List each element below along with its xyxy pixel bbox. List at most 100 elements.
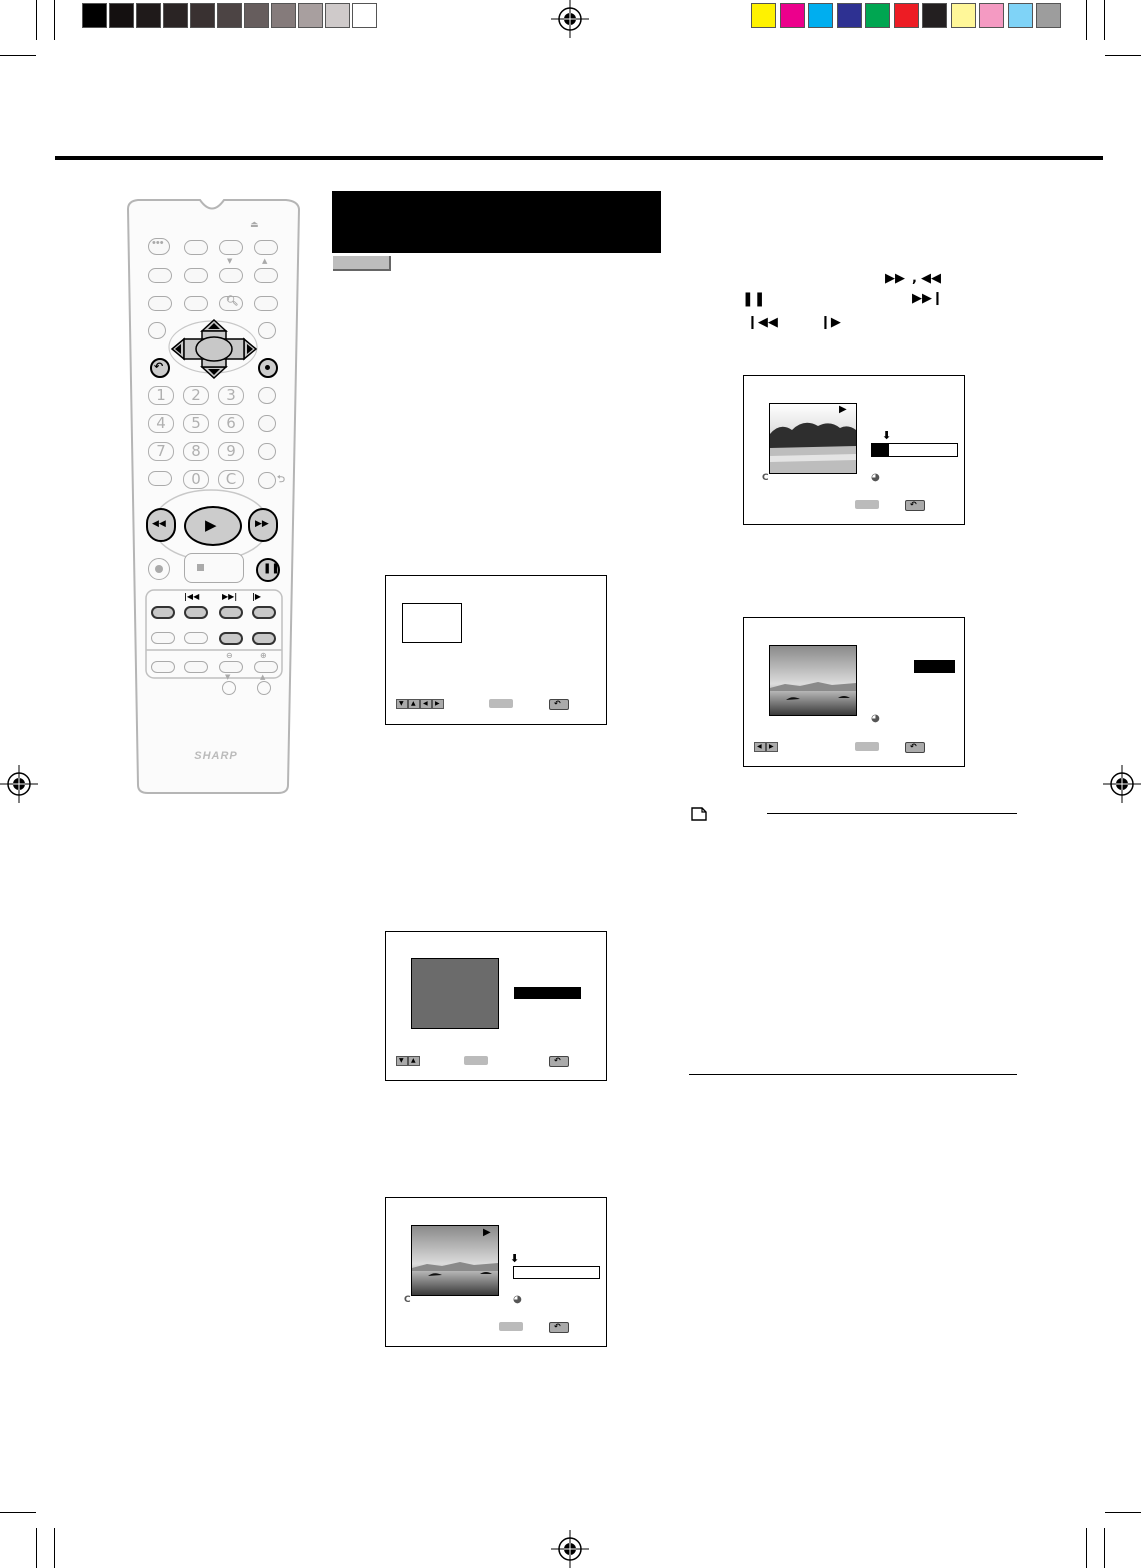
down-small-icon: ▼ xyxy=(225,673,231,681)
remote-button xyxy=(254,296,278,311)
crop-mark xyxy=(0,55,36,56)
play-indicator-icon: ▶ xyxy=(483,1227,491,1238)
osd-screen-adjust: ◕ ◀ ▶ ↶ xyxy=(743,617,965,767)
selected-item-highlight xyxy=(914,660,955,673)
return-key-icon: ↶ xyxy=(905,500,925,511)
color-swatch xyxy=(865,3,890,28)
position-marker-icon: ⬇ xyxy=(882,429,892,442)
return-key-icon: ↶ xyxy=(905,742,925,753)
remote-button xyxy=(254,661,278,673)
remote-button xyxy=(254,268,278,283)
remote-round-button xyxy=(222,681,236,695)
crop-mark xyxy=(1105,55,1141,56)
color-swatch xyxy=(751,3,776,28)
down-small-icon: ▼ xyxy=(227,257,233,265)
remote-open-close-button xyxy=(254,240,278,255)
color-swatch xyxy=(893,3,919,28)
gray-swatch xyxy=(325,3,350,28)
return-key-icon: ↶ xyxy=(549,1056,569,1067)
remote-setup-button xyxy=(258,358,278,378)
color-swatch xyxy=(979,3,1004,28)
crop-mark xyxy=(36,0,37,40)
eject-icon: ⏏ xyxy=(250,220,259,230)
thumbnail-frame xyxy=(402,603,462,643)
crop-mark xyxy=(1086,1528,1087,1568)
remote-button xyxy=(151,632,175,644)
remote-skip-forward-button xyxy=(219,606,243,619)
crop-mark xyxy=(1086,0,1087,40)
remote-pause-button: ❚❚ xyxy=(256,558,280,582)
return-key-icon: ↶ xyxy=(549,1322,569,1333)
color-swatch xyxy=(1007,3,1033,28)
remote-button xyxy=(258,322,276,339)
osd-screen-playback: ▶ ⬇ C ◕ ↶ xyxy=(385,1197,607,1347)
gray-swatch xyxy=(163,3,188,28)
osd-screen-search: ▶ ⬇ C ◕ ↶ xyxy=(743,375,965,525)
remote-highlighted-button xyxy=(219,632,243,645)
color-swatch xyxy=(836,3,862,28)
reverse-scan-icon: ◀◀ xyxy=(921,271,941,286)
gray-swatch xyxy=(82,3,107,28)
skip-back-icon: ❙◀◀ xyxy=(747,315,778,330)
up-small-icon: ▲ xyxy=(260,673,266,681)
color-swatch xyxy=(950,3,976,28)
registration-mark xyxy=(1103,765,1141,803)
slash-mark-icon: , xyxy=(912,271,917,286)
right-key-icon: ▶ xyxy=(766,742,778,752)
remote-slow-button xyxy=(252,606,276,619)
remote-control: ⏏ ••• ▼ ▲ 🔍︎ ↶ 1 2 3 4 xyxy=(118,195,306,795)
up-key-icon: ▲ xyxy=(408,699,420,709)
remote-record-button xyxy=(148,558,170,580)
remote-button xyxy=(219,268,243,283)
clock-icon: ◕ xyxy=(871,713,880,724)
gray-swatch xyxy=(109,3,134,28)
cursor-pad xyxy=(170,319,258,379)
pause-icon: ❚❚ xyxy=(742,291,766,307)
remote-button xyxy=(219,661,243,673)
photo-lake xyxy=(769,645,857,716)
crop-mark xyxy=(54,0,55,40)
note-icon xyxy=(691,807,707,821)
minus-icon: ⊖ xyxy=(226,651,233,660)
remote-highlighted-button xyxy=(252,632,276,645)
progress-bar xyxy=(871,443,958,457)
registration-mark xyxy=(551,0,589,38)
gray-swatch xyxy=(244,3,269,28)
number-key-9: 9 xyxy=(218,442,244,461)
remote-button xyxy=(258,415,276,432)
crop-mark xyxy=(1104,1528,1105,1568)
gray-swatch xyxy=(136,3,161,28)
clock-icon: ◕ xyxy=(871,472,880,483)
chapter-icon: C xyxy=(404,1295,411,1305)
chapter-icon: C xyxy=(762,473,769,483)
clear-key: C xyxy=(218,470,244,489)
number-key-4: 4 xyxy=(148,414,174,433)
skip-back-label-icon: |◀◀ xyxy=(184,592,200,601)
number-key-7: 7 xyxy=(148,442,174,461)
remote-brand-logo: SHARP xyxy=(194,750,238,762)
down-key-icon: ▼ xyxy=(396,1056,408,1066)
left-key-icon: ◀ xyxy=(754,742,766,752)
remote-play-button: ▶ xyxy=(184,506,242,546)
progress-bar-fill xyxy=(872,444,889,456)
remote-dots-button: ••• xyxy=(148,237,170,255)
remote-rewind-button: ◀◀ xyxy=(146,508,176,542)
return-icon: ↶ xyxy=(154,360,164,373)
remote-button xyxy=(184,661,208,673)
remote-button xyxy=(184,632,208,644)
crop-mark xyxy=(54,1528,55,1568)
remote-button xyxy=(258,472,276,489)
enter-key-icon xyxy=(489,699,513,708)
crop-mark xyxy=(36,1528,37,1568)
remote-button xyxy=(148,471,172,486)
rewind-icon: ◀◀ xyxy=(152,519,166,529)
remote-forward-button: ▶▶ xyxy=(248,508,278,542)
registration-mark xyxy=(0,765,38,803)
color-swatch xyxy=(779,3,805,28)
remote-body xyxy=(126,199,301,794)
note-bottom-rule xyxy=(689,1074,1017,1075)
position-marker-icon: ⬇ xyxy=(510,1252,520,1265)
remote-button xyxy=(148,268,172,283)
enter-key-icon xyxy=(855,742,879,751)
crop-mark xyxy=(1105,1512,1141,1513)
